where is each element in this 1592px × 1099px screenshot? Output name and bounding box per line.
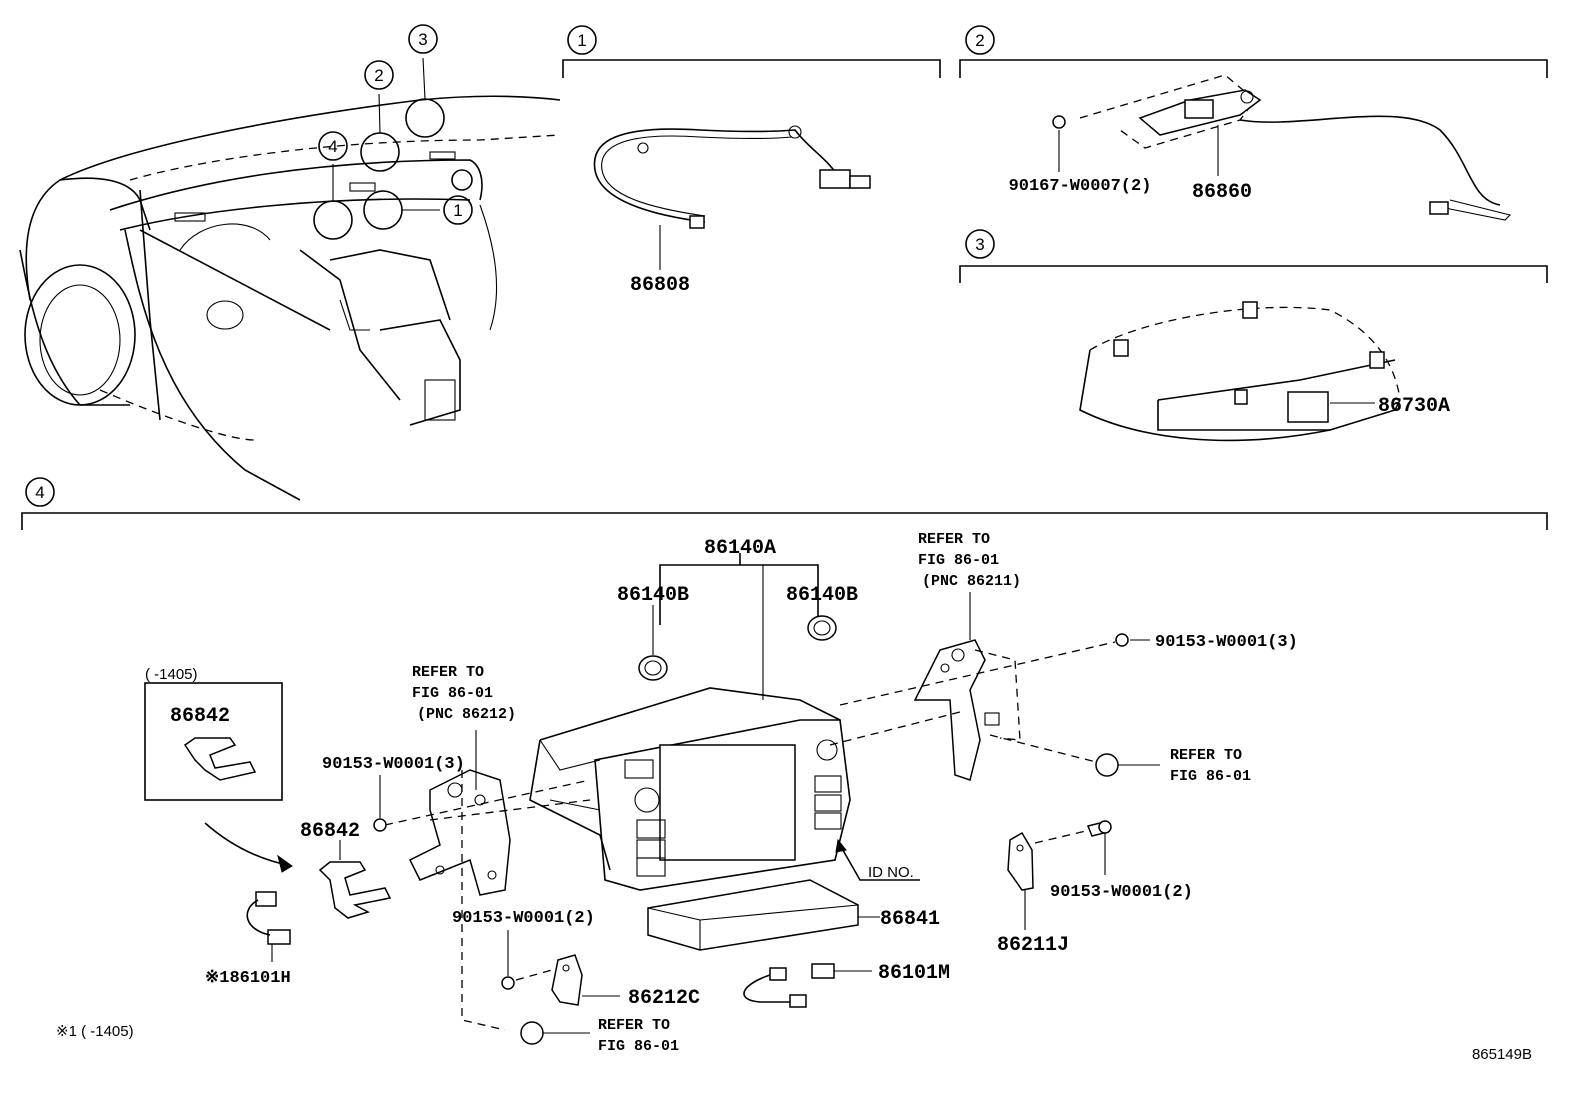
- svg-text:2: 2: [374, 66, 383, 85]
- module-86841: [647, 879, 880, 951]
- part-90153-top-label: 90153-W0001(3): [1155, 633, 1298, 652]
- part-90153-left-label: 90153-W0001(3): [322, 755, 465, 774]
- ref-top-line3: (PNC 86211): [922, 573, 1021, 590]
- arrow-icon: [204, 822, 293, 873]
- knob-86140B-left: [638, 605, 668, 681]
- section-2-marker: [965, 25, 995, 55]
- section-1: 1 86808: [562, 25, 941, 297]
- section-4: 4: [21, 477, 1548, 1063]
- part-86211J-label: 86211J: [997, 934, 1069, 957]
- console-86730A: [1079, 301, 1401, 442]
- part-90153-right-label: 90153-W0001(2): [1050, 883, 1193, 902]
- overview-callout-1: 1: [443, 195, 473, 225]
- ref-bottom-line1: REFER TO: [598, 1017, 670, 1034]
- section-2: 2 90167-W0007(2) 86860: [959, 25, 1548, 221]
- harness-86101M: [743, 963, 872, 1008]
- overview-callout-2: 2: [364, 60, 394, 90]
- overview-callout-3: 3: [408, 24, 438, 54]
- harness-86808: [593, 125, 871, 270]
- svg-text:3: 3: [975, 235, 984, 254]
- part-86101H-label: ※186101H: [205, 969, 291, 988]
- ref-top-line2: FIG 86-01: [918, 552, 999, 569]
- section-1-marker: [567, 25, 597, 55]
- svg-text:3: 3: [418, 30, 427, 49]
- bolt-90153-left: [373, 775, 387, 832]
- ref-right-line2: FIG 86-01: [1170, 768, 1251, 785]
- svg-text:4: 4: [35, 483, 44, 502]
- knob-86140B-right: [807, 615, 837, 641]
- clip-86842: [318, 840, 392, 919]
- harness-86101H: [246, 891, 291, 962]
- range-box: [144, 682, 283, 801]
- section-3-marker: [965, 229, 995, 259]
- part-86842-box-label: 86842: [170, 705, 230, 728]
- range-box-label: ( -1405): [145, 666, 198, 683]
- svg-text:1: 1: [577, 31, 586, 50]
- part-90167-label: 90167-W0007(2): [1009, 177, 1152, 196]
- ref-top-line1: REFER TO: [918, 531, 990, 548]
- refer-circle-right: [1095, 753, 1160, 777]
- bolt-90153-bottom: [501, 930, 553, 990]
- part-86841-label: 86841: [880, 908, 940, 931]
- part-86808-label: 86808: [630, 274, 690, 297]
- part-86212C-label: 86212C: [628, 987, 700, 1010]
- bolt-90153-top: [1115, 633, 1150, 647]
- bracket-86211J: [1007, 829, 1091, 930]
- ref-bottom-line2: FIG 86-01: [598, 1038, 679, 1055]
- refer-circle-bottom: [520, 1021, 590, 1045]
- part-86860-label: 86860: [1192, 181, 1252, 204]
- ref-left-line1: REFER TO: [412, 664, 484, 681]
- ref-right-line1: REFER TO: [1170, 747, 1242, 764]
- part-86140A-label: 86140A: [704, 537, 776, 560]
- vehicle-overview: [19, 57, 561, 501]
- section-4-marker: [25, 477, 55, 507]
- ref-left-line3: (PNC 86212): [417, 706, 516, 723]
- bracket-86212C: [551, 954, 620, 1006]
- svg-text:1: 1: [453, 201, 462, 220]
- right-bracket: [829, 592, 1116, 781]
- svg-text:2: 2: [975, 31, 984, 50]
- section-3: 3 86730A: [959, 229, 1548, 442]
- ref-left-line2: FIG 86-01: [412, 685, 493, 702]
- footnote: ※1 ( -1405): [56, 1023, 134, 1040]
- part-86101M-label: 86101M: [878, 962, 950, 985]
- svg-text:4: 4: [328, 137, 337, 156]
- id-no-pointer: [835, 838, 920, 881]
- bolt-90153-right: [1086, 820, 1112, 875]
- part-86730A-label: 86730A: [1378, 395, 1450, 418]
- camera-86860: [1052, 74, 1512, 221]
- figure-code: 865149B: [1472, 1046, 1532, 1063]
- part-86842-label: 86842: [300, 820, 360, 843]
- part-86140B-right-label: 86140B: [786, 584, 858, 607]
- left-bracket: [384, 730, 591, 1031]
- part-90153-bottom-label: 90153-W0001(2): [452, 909, 595, 928]
- head-unit-86140A: [529, 687, 851, 891]
- id-no-label: ID NO.: [868, 864, 914, 881]
- part-86140B-left-label: 86140B: [617, 584, 689, 607]
- overview-callout-4: 4: [318, 131, 348, 161]
